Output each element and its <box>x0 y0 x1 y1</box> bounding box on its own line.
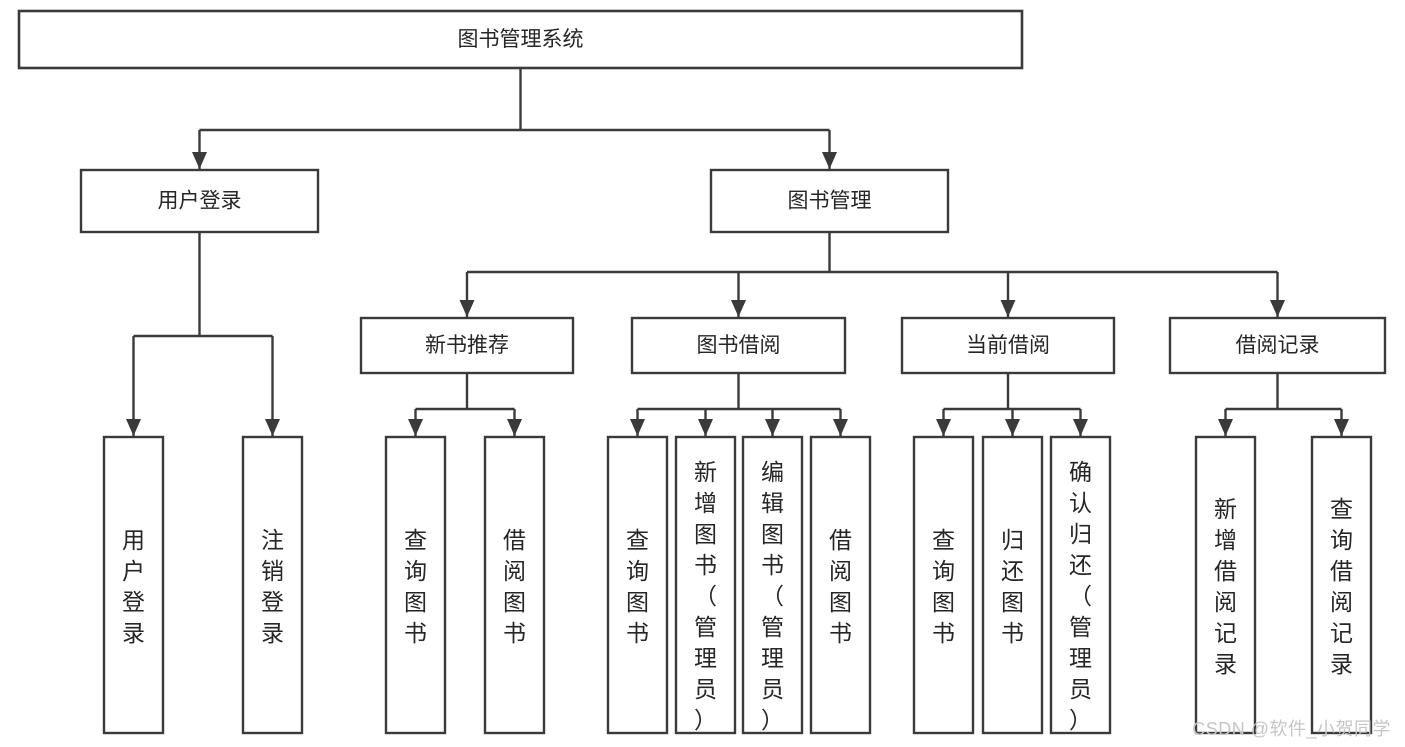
node-label: 归还图书 <box>1001 527 1024 646</box>
node-label: 编辑图书（管理员） <box>761 459 784 733</box>
arrow-head-icon <box>1270 300 1285 317</box>
arrow-head-icon <box>1005 419 1020 436</box>
node-box <box>674 435 737 735</box>
arrow-head-icon <box>265 419 280 436</box>
arrow-head-icon <box>459 300 475 317</box>
leaf-node-7[interactable]: 借阅图书 <box>809 435 872 735</box>
leaf-node-2[interactable]: 查询图书 <box>384 435 447 735</box>
arrow-head-icon <box>1000 300 1016 317</box>
node-box <box>1049 435 1112 735</box>
arrow-head-icon <box>126 419 141 436</box>
node-label: 图书借阅 <box>697 334 781 357</box>
node-label: 用户登录 <box>158 190 242 213</box>
arrow-head-icon <box>822 152 837 169</box>
node-label: 查询借阅记录 <box>1330 496 1353 677</box>
node-label: 图书管理系统 <box>458 28 584 51</box>
level3-node-0[interactable]: 新书推荐 <box>359 316 575 375</box>
node-box <box>981 435 1044 735</box>
root-node-图书管理系统[interactable]: 图书管理系统 <box>17 9 1024 70</box>
arrow-head-icon <box>833 419 848 436</box>
arrow-head-icon <box>765 419 780 436</box>
node-label: 借阅图书 <box>503 527 526 646</box>
node-box <box>359 316 575 375</box>
level3-node-3[interactable]: 借阅记录 <box>1168 316 1387 375</box>
connector-layer <box>126 68 1349 436</box>
node-label: 注销登录 <box>261 527 284 646</box>
arrow-head-icon <box>1218 419 1233 436</box>
node-label: 图书管理 <box>788 190 872 213</box>
leaf-node-10[interactable]: 确认归还（管理员） <box>1049 435 1112 735</box>
node-label: 借阅记录 <box>1236 334 1320 357</box>
arrow-head-icon <box>507 419 522 436</box>
leaf-node-1[interactable]: 注销登录 <box>241 435 304 735</box>
node-label: 查询图书 <box>932 527 955 646</box>
node-box <box>630 316 847 375</box>
arrow-head-icon <box>936 419 951 436</box>
arrow-head-icon <box>731 300 746 317</box>
node-box <box>809 435 872 735</box>
node-box <box>912 435 975 735</box>
node-box <box>1310 435 1373 735</box>
leaf-node-11[interactable]: 新增借阅记录 <box>1194 435 1257 735</box>
level3-node-2[interactable]: 当前借阅 <box>900 316 1116 375</box>
arrow-head-icon <box>192 152 207 169</box>
node-box <box>606 435 669 735</box>
node-label: 查询图书 <box>626 527 649 646</box>
node-label: 借阅图书 <box>829 527 852 646</box>
leaf-node-3[interactable]: 借阅图书 <box>483 435 546 735</box>
leaf-node-9[interactable]: 归还图书 <box>981 435 1044 735</box>
leaf-node-5[interactable]: 新增图书（管理员） <box>674 435 737 735</box>
node-label: 新增图书（管理员） <box>694 459 717 733</box>
node-box <box>384 435 447 735</box>
node-box <box>741 435 804 735</box>
node-box <box>17 9 1024 70</box>
leaf-node-12[interactable]: 查询借阅记录 <box>1310 435 1373 735</box>
level2-node-0[interactable]: 用户登录 <box>79 168 320 234</box>
leaf-node-4[interactable]: 查询图书 <box>606 435 669 735</box>
level3-node-1[interactable]: 图书借阅 <box>630 316 847 375</box>
level2-node-1[interactable]: 图书管理 <box>709 168 950 234</box>
arrow-head-icon <box>1073 419 1088 436</box>
node-label: 新增借阅记录 <box>1214 496 1237 677</box>
leaf-node-6[interactable]: 编辑图书（管理员） <box>741 435 804 735</box>
leaf-node-8[interactable]: 查询图书 <box>912 435 975 735</box>
arrow-head-icon <box>698 419 713 436</box>
node-label: 查询图书 <box>404 527 427 646</box>
node-box <box>900 316 1116 375</box>
leaf-node-0[interactable]: 用户登录 <box>102 435 165 735</box>
node-label: 确认归还（管理员） <box>1069 459 1092 733</box>
arrow-head-icon <box>630 419 645 436</box>
node-box <box>1194 435 1257 735</box>
arrow-head-icon <box>408 419 423 436</box>
node-box <box>1168 316 1387 375</box>
node-label: 新书推荐 <box>425 334 509 357</box>
node-box <box>79 168 320 234</box>
arrow-head-icon <box>1334 419 1349 436</box>
node-box <box>102 435 165 735</box>
node-box <box>241 435 304 735</box>
node-label: 当前借阅 <box>966 334 1050 357</box>
node-box <box>709 168 950 234</box>
node-layer: 图书管理系统用户登录图书管理新书推荐图书借阅当前借阅借阅记录用户登录注销登录查询… <box>17 9 1387 735</box>
node-label: 用户登录 <box>122 527 145 646</box>
node-box <box>483 435 546 735</box>
